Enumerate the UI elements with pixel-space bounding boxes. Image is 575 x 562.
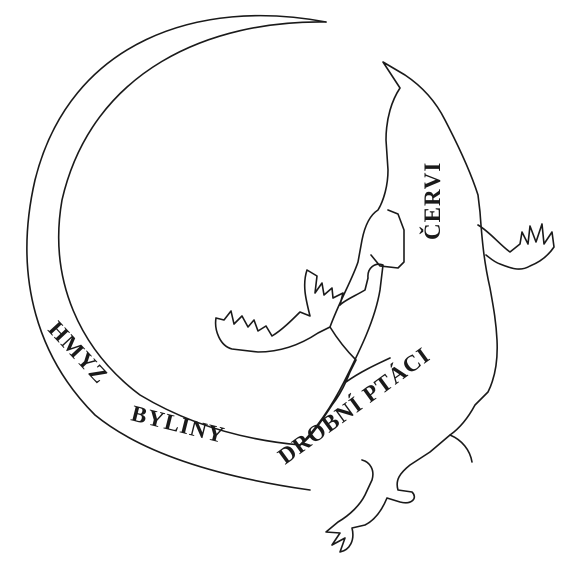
lizard-hind-leg [450, 435, 472, 462]
label-cervi: ČERVI [419, 162, 445, 240]
lizard-head-and-neck [326, 62, 497, 552]
label-byliny: BYLINY [129, 401, 228, 448]
lizard-neck-fold [371, 210, 404, 268]
label-hmyz: HMYZ [43, 316, 113, 388]
lizard-right-front-leg [478, 224, 554, 269]
